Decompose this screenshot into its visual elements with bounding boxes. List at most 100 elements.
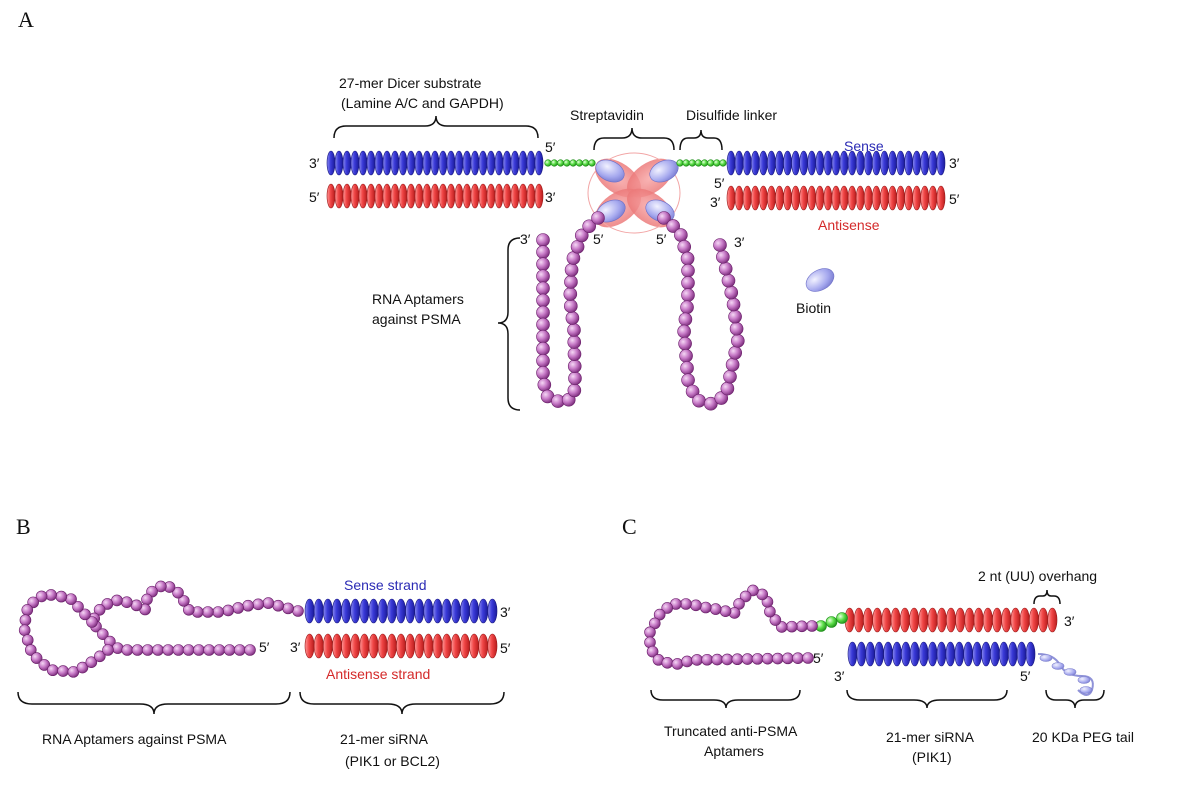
peg-segment (1079, 686, 1093, 694)
aptamer-bead (272, 599, 285, 612)
aptamer-bead (21, 634, 34, 646)
peg-tail (1037, 653, 1094, 696)
aptamer-bead (713, 238, 727, 252)
disulfide-linker-bead (582, 159, 590, 167)
aptamer-bead (761, 652, 774, 665)
antisense-nucleotide (904, 185, 914, 211)
antisense-nucleotide (964, 607, 975, 633)
sense-nucleotide (396, 598, 406, 624)
antisense-nucleotide (992, 607, 1002, 633)
streptavidin-label: Streptavidin (570, 107, 644, 123)
aptamer-bead (567, 323, 581, 337)
disulfide-linker-bead (682, 159, 690, 167)
sense-nucleotide (359, 598, 370, 624)
antisense-nucleotide (918, 607, 929, 633)
aptamer-bead (76, 661, 89, 674)
sense-nucleotide (326, 150, 336, 176)
sense-nucleotide (454, 150, 464, 176)
end-label: 3′ (500, 604, 511, 620)
disulfide-linker-bead (588, 159, 596, 167)
sense-nucleotide (767, 150, 776, 176)
sense-nucleotide (954, 641, 965, 667)
antisense-nucleotide (823, 185, 833, 211)
antisense-nucleotide (398, 183, 408, 209)
antisense-nucleotide (927, 607, 938, 633)
sense-nucleotide (526, 150, 536, 176)
panel-b-sirna-brace (299, 691, 505, 715)
aptamer-bead (35, 590, 48, 603)
aptamer-label-line2: against PSMA (372, 311, 461, 327)
aptamer-bead (681, 263, 695, 278)
end-label: 3′ (309, 155, 320, 171)
aptamer-bead (786, 620, 798, 633)
aptamer-bead (536, 233, 550, 247)
sense-nucleotide (775, 150, 784, 176)
aptamer-bead (19, 614, 32, 626)
antisense-nucleotide (494, 183, 504, 209)
peg-label: 20 KDa PEG tail (1032, 729, 1134, 745)
antisense-nucleotide (386, 633, 397, 659)
antisense-nucleotide (313, 633, 324, 659)
sense-nucleotide (815, 150, 825, 176)
aptamer-bead (30, 652, 43, 664)
aptamer-bead (244, 644, 256, 656)
antisense-nucleotide (1019, 607, 1030, 633)
antisense-nucleotide (359, 633, 370, 659)
aptamer-bead (162, 644, 174, 656)
sense-nucleotide (904, 150, 914, 176)
aptamer-bead (677, 324, 691, 339)
panel-c-aptamer-label-line1: Truncated anti-PSMA (664, 723, 798, 739)
aptamer-bead (564, 263, 579, 277)
antisense-nucleotide (847, 185, 857, 211)
aptamer-bead (723, 369, 737, 384)
aptamer-bead (223, 644, 236, 656)
sense-nucleotide (872, 150, 881, 176)
aptamer-bead (806, 620, 818, 632)
aptamer-bead (102, 644, 114, 656)
antisense-nucleotide (460, 633, 470, 659)
aptamer-bead (764, 605, 776, 618)
end-label: 3′ (949, 155, 960, 171)
panel-b-sirna-label-line2: (PIK1 or BCL2) (345, 753, 440, 769)
aptamer-bead (680, 300, 694, 315)
antisense-nucleotide (487, 633, 498, 659)
sense-nucleotide (750, 150, 760, 176)
antisense-nucleotide (432, 633, 443, 659)
aptamer-bead (677, 239, 692, 254)
disulfide-linker-bead (694, 159, 703, 167)
antisense-nucleotide (478, 183, 488, 209)
end-label: 5′ (259, 639, 270, 655)
aptamer-bead (648, 617, 661, 630)
aptamer-bead (536, 281, 550, 296)
antisense-nucleotide (396, 633, 406, 659)
sense-nucleotide (478, 598, 489, 624)
sense-nucleotide (469, 598, 480, 624)
aptamer-bead (536, 366, 550, 380)
aptamer-bead (130, 599, 143, 612)
aptamer-bead (726, 297, 741, 312)
disulfide-linker-bead (688, 159, 696, 167)
sense-nucleotide (478, 150, 488, 176)
antisense-nucleotide (470, 183, 480, 209)
sense-nucleotide (494, 150, 504, 176)
antisense-nucleotide (332, 633, 342, 659)
aptamer-bead (212, 606, 224, 618)
antisense-nucleotide (478, 633, 489, 659)
antisense-nucleotide (350, 183, 360, 209)
aptamer-bead (731, 653, 744, 666)
antisense-nucleotide (526, 183, 536, 209)
aptamer-bead (536, 293, 550, 308)
aptamer-bead (182, 604, 195, 616)
aptamer-bead (646, 645, 659, 658)
end-label: 5′ (500, 640, 511, 656)
sense-nucleotide (438, 150, 448, 176)
peg-segment (1077, 676, 1091, 684)
aptamer-bead (536, 245, 550, 259)
aptamer-bead (724, 285, 739, 300)
sense-nucleotide (865, 641, 876, 667)
end-label: 5′ (593, 231, 604, 247)
aptamer-bead (678, 312, 693, 327)
antisense-nucleotide (775, 185, 784, 211)
sense-nucleotide (1025, 641, 1036, 667)
